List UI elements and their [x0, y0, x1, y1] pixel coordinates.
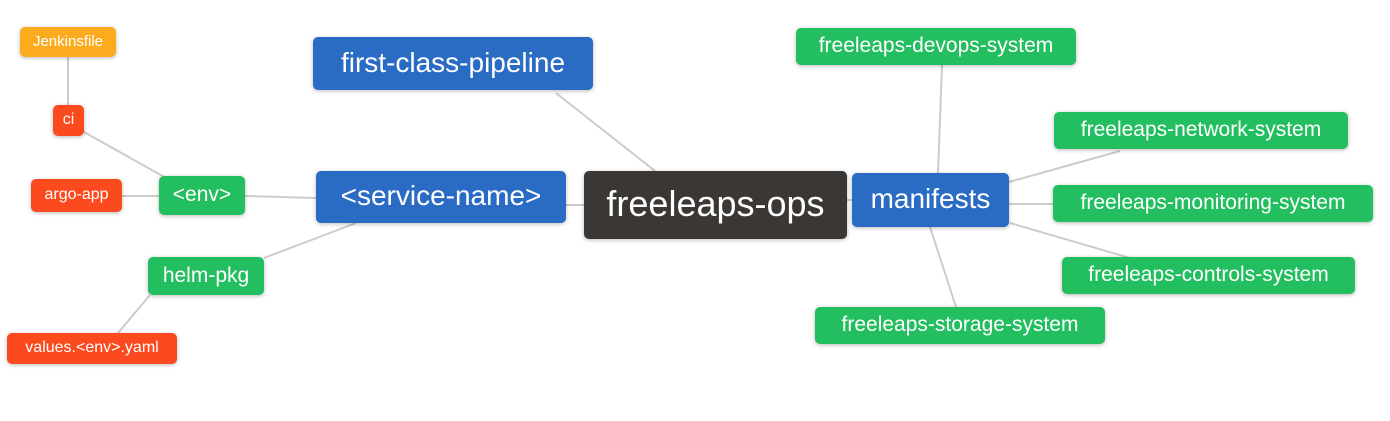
node-label: Jenkinsfile	[32, 32, 104, 50]
node-jenkinsfile[interactable]: Jenkinsfile	[20, 27, 116, 57]
node-freeleaps-network-system[interactable]: freeleaps-network-system	[1054, 112, 1348, 149]
node-label: helm-pkg	[162, 263, 250, 287]
node-env[interactable]: <env>	[159, 176, 245, 215]
node-label: freeleaps-devops-system	[818, 34, 1054, 57]
edge-manifests-to-freeleaps-network-system	[1008, 150, 1121, 183]
node-argo-app[interactable]: argo-app	[31, 179, 122, 212]
edge-ci-to-env	[83, 131, 167, 179]
node-service-name[interactable]: <service-name>	[316, 171, 566, 223]
node-label: values.<env>.yaml	[25, 338, 159, 356]
edge-manifests-to-freeleaps-devops-system	[937, 64, 943, 174]
node-freeleaps-ops[interactable]: freeleaps-ops	[584, 171, 847, 239]
node-label: <env>	[172, 183, 232, 206]
node-label: first-class-pipeline	[340, 46, 566, 78]
node-label: freeleaps-ops	[606, 183, 825, 224]
node-label: freeleaps-storage-system	[841, 313, 1079, 336]
node-label: freeleaps-network-system	[1080, 118, 1322, 141]
node-helm-pkg[interactable]: helm-pkg	[148, 257, 264, 295]
node-freeleaps-monitoring-system[interactable]: freeleaps-monitoring-system	[1053, 185, 1373, 222]
node-label: freeleaps-monitoring-system	[1080, 191, 1346, 214]
edge-manifests-to-freeleaps-storage-system	[929, 226, 957, 308]
node-ci[interactable]: ci	[53, 105, 84, 136]
edge-first-class-pipeline-to-freeleaps-ops	[555, 92, 656, 172]
node-label: manifests	[870, 183, 991, 214]
edge-service-name-to-helm-pkg	[263, 222, 357, 259]
node-label: ci	[62, 110, 75, 128]
node-freeleaps-controls-system[interactable]: freeleaps-controls-system	[1062, 257, 1355, 294]
edge-env-to-service-name	[244, 195, 317, 199]
node-first-class-pipeline[interactable]: first-class-pipeline	[313, 37, 593, 90]
node-manifests[interactable]: manifests	[852, 173, 1009, 227]
node-values-env-yaml[interactable]: values.<env>.yaml	[7, 333, 177, 364]
node-label: <service-name>	[340, 180, 542, 211]
edge-manifests-to-freeleaps-controls-system	[1009, 222, 1131, 259]
node-label: argo-app	[44, 185, 109, 203]
edge-helm-pkg-to-values-env-yaml	[117, 294, 151, 334]
node-freeleaps-storage-system[interactable]: freeleaps-storage-system	[815, 307, 1105, 344]
node-label: freeleaps-controls-system	[1088, 263, 1329, 286]
node-freeleaps-devops-system[interactable]: freeleaps-devops-system	[796, 28, 1076, 65]
